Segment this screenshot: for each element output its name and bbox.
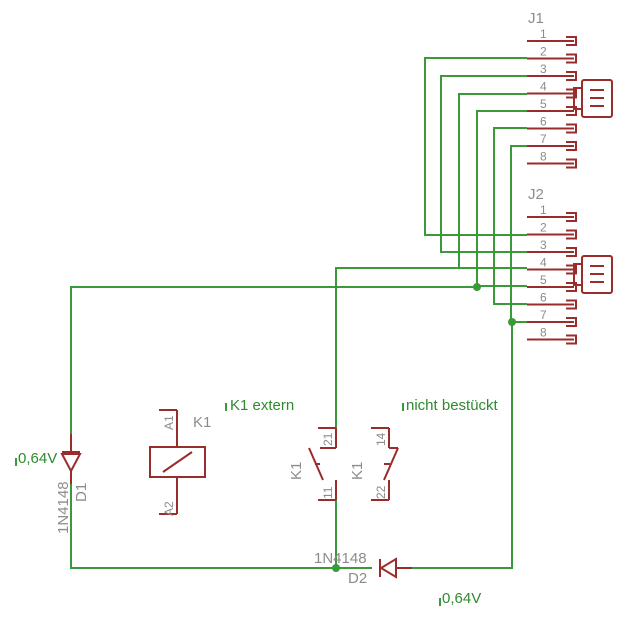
connector-pin: 4 xyxy=(527,256,577,275)
d1-voltage-label: 0,64V xyxy=(18,450,57,467)
connector-pin: 8 xyxy=(527,326,577,345)
connector-pin-number-label: 3 xyxy=(540,62,547,76)
rj45-jack-icon xyxy=(573,255,613,294)
connector-j2-pins: 1 2 3 4 5 6 7 8 xyxy=(527,203,577,345)
relay-contact-k1-right: 14 22 K1 xyxy=(349,427,399,501)
relay-k1-label: K1 xyxy=(193,414,211,431)
connector-pin: 7 xyxy=(527,308,577,327)
contact-left-k1-label: K1 xyxy=(288,462,305,480)
connector-j1-pins: 1 2 3 4 5 6 7 8 xyxy=(527,27,577,169)
relay-contact-k1-left: 21 11 K1 xyxy=(288,427,337,501)
connector-j1-label: J1 xyxy=(528,10,544,27)
diode-d1-value-label: 1N4148 xyxy=(55,481,72,534)
connector-pin: 5 xyxy=(527,273,577,292)
connector-pin-number-label: 5 xyxy=(540,97,547,111)
connector-j2-label: J2 xyxy=(528,186,544,203)
connector-pin: 6 xyxy=(527,115,577,134)
relay-pin-a1-label: A1 xyxy=(162,415,176,430)
connector-pin-number-label: 4 xyxy=(540,80,547,94)
connector-pin-number-label: 2 xyxy=(540,221,547,235)
wire-d2-to-j2-pin7 xyxy=(396,322,513,569)
junction-dot xyxy=(473,283,481,291)
connector-pin: 1 xyxy=(527,27,577,46)
connector-pin-number-label: 5 xyxy=(540,273,547,287)
connector-pin-number-label: 8 xyxy=(540,326,547,340)
connector-pin: 3 xyxy=(527,238,577,257)
connector-pin-number-label: 6 xyxy=(540,115,547,129)
connector-pin: 8 xyxy=(527,150,577,169)
connector-pin-number-label: 1 xyxy=(540,203,547,217)
junction-dot xyxy=(508,318,516,326)
contact-pin-14-label: 14 xyxy=(374,432,388,446)
connector-pin: 2 xyxy=(527,45,577,64)
contact-pin-22-label: 22 xyxy=(374,485,388,499)
contact-left-note-label: K1 extern xyxy=(230,397,294,414)
connector-pin-number-label: 7 xyxy=(540,132,547,146)
wire-d1-to-d2 xyxy=(70,484,372,569)
connector-pin-number-label: 6 xyxy=(540,291,547,305)
contact-pin-21-label: 21 xyxy=(321,432,335,446)
connector-j1: J1 1 2 3 4 5 6 7 8 xyxy=(527,10,613,169)
diode-d2: 1N4148 D2 xyxy=(314,550,412,587)
junctions xyxy=(332,283,516,572)
connector-pin-number-label: 3 xyxy=(540,238,547,252)
wire-j2-pin5-to-d1 xyxy=(70,286,477,440)
connector-pin: 6 xyxy=(527,291,577,310)
annotations: K1 extern nicht bestückt 0,64V 0,64V xyxy=(15,397,499,607)
connector-pin-number-label: 1 xyxy=(540,27,547,41)
connector-pin: 3 xyxy=(527,62,577,81)
contact-pin-11-label: 11 xyxy=(321,486,335,499)
diode-d1-label: D1 xyxy=(73,483,90,502)
wire-j1-pin3-to-j2-pin3 xyxy=(440,75,527,253)
connector-pin-number-label: 7 xyxy=(540,308,547,322)
wire-j1-pin7-to-j2-pin7 xyxy=(510,145,527,323)
rj45-jack-icon xyxy=(573,79,613,118)
connector-pin: 5 xyxy=(527,97,577,116)
connector-pin: 1 xyxy=(527,203,577,222)
relay-coil-k1: A1 A2 K1 xyxy=(149,409,211,516)
d2-voltage-label: 0,64V xyxy=(442,590,481,607)
diode-d2-label: D2 xyxy=(348,570,367,587)
wires xyxy=(70,57,527,569)
connector-pin: 4 xyxy=(527,80,577,99)
diode-d2-value-label: 1N4148 xyxy=(314,550,367,567)
connector-pin: 2 xyxy=(527,221,577,240)
connector-j2: J2 1 2 3 4 5 6 7 8 xyxy=(527,186,613,345)
connector-pin-number-label: 4 xyxy=(540,256,547,270)
connector-pin-number-label: 8 xyxy=(540,150,547,164)
contact-right-k1-label: K1 xyxy=(349,462,366,480)
contact-right-note-label: nicht bestückt xyxy=(406,397,499,414)
wire-j2-pin4-to-contact-21 xyxy=(335,267,459,445)
connector-pin: 7 xyxy=(527,132,577,151)
relay-pin-a2-label: A2 xyxy=(162,501,176,516)
diode-d1: D1 1N4148 xyxy=(55,434,90,534)
connector-pin-number-label: 2 xyxy=(540,45,547,59)
junction-dot xyxy=(332,564,340,572)
wire-j1-pin5-to-j2-pin5 xyxy=(476,110,527,287)
